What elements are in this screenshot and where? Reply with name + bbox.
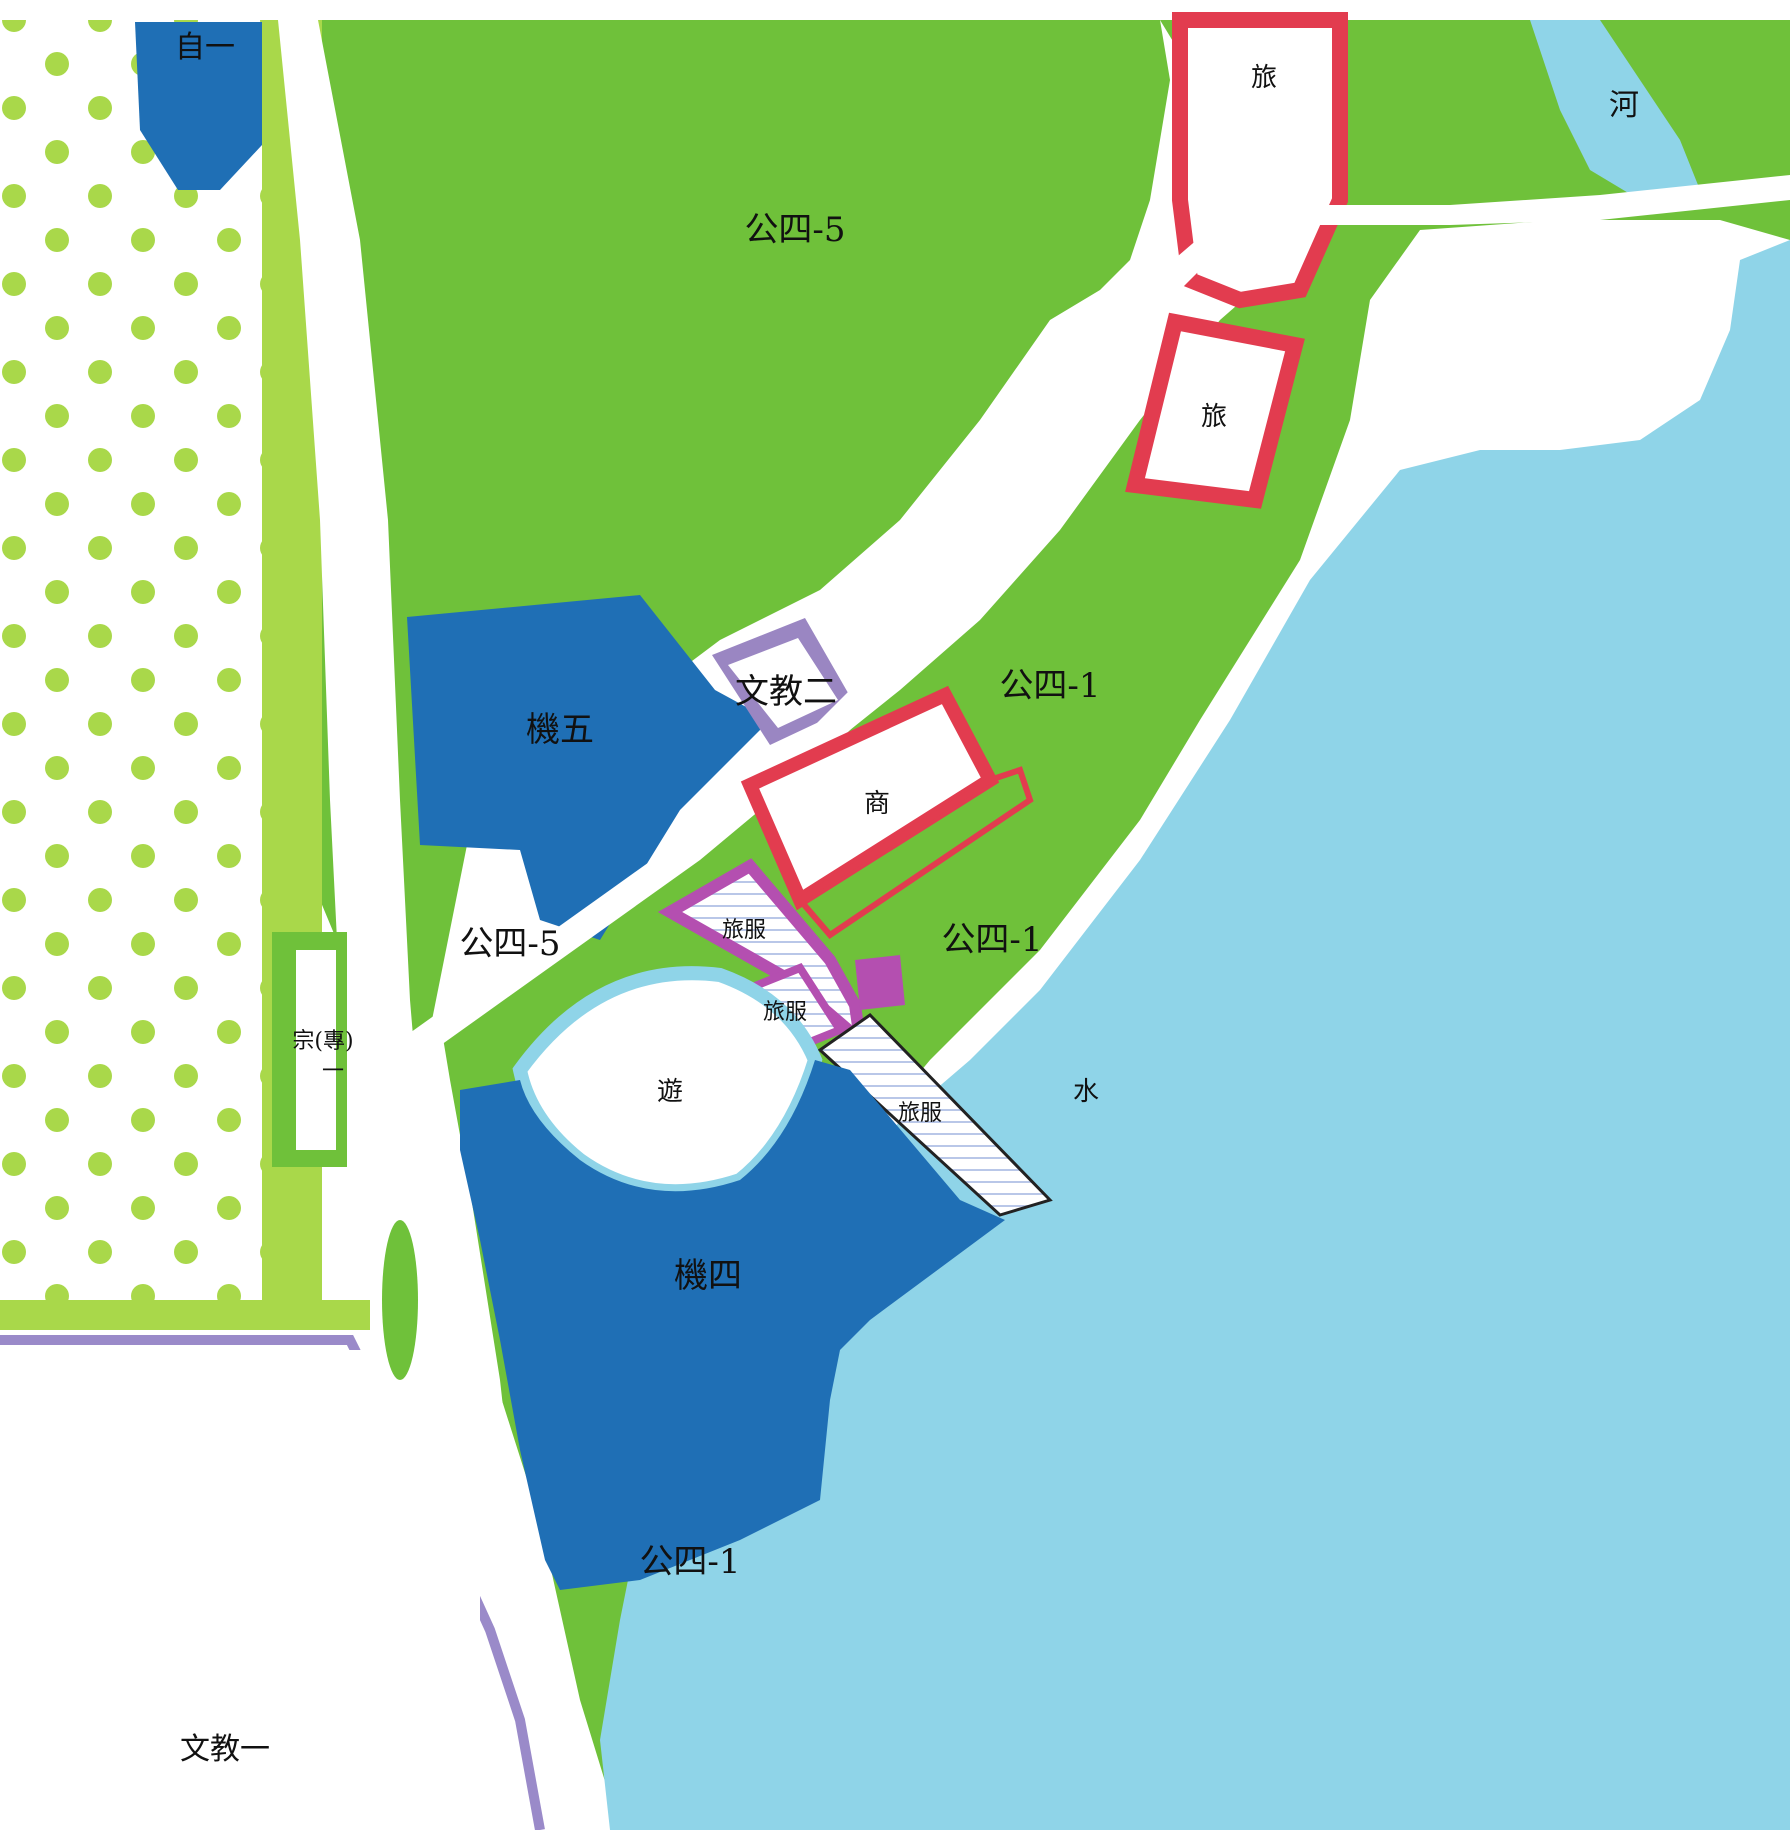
religion-zone-inner: [296, 950, 336, 1150]
label-river: 河: [1609, 88, 1639, 123]
commerce-strip: [795, 766, 1034, 939]
lake: [600, 240, 1790, 1830]
park-area-main: [318, 20, 1170, 1040]
mach4-zone: [460, 1060, 1005, 1590]
road-diagonal: [400, 175, 1790, 1060]
label-park4-5-top: 公四-5: [744, 210, 846, 250]
label-tour-service-2: 旅服: [762, 1000, 808, 1025]
label-edu1: 文教一: [180, 1732, 270, 1767]
label-edu2: 文教二: [735, 672, 837, 712]
label-park4-5-bottom: 公四-5: [459, 924, 561, 964]
road-median: [382, 1220, 418, 1380]
label-mach4: 機四: [674, 1256, 742, 1296]
label-park4-1-lower: 公四-1: [639, 1542, 741, 1582]
tour-zone-mid: [1125, 312, 1305, 509]
self1-zone: [135, 22, 262, 190]
river: [1530, 20, 1700, 200]
tour-service-zone-3: [817, 1013, 1053, 1217]
label-religion-a: 宗(專): [292, 1029, 354, 1054]
label-amusement: 遊: [656, 1077, 684, 1107]
edu2-inner: [728, 638, 838, 728]
label-tour-north: 旅: [1250, 63, 1278, 93]
label-tour-service-3: 旅服: [897, 1101, 943, 1126]
dotted-zone: [0, 20, 290, 1305]
label-religion-b: 一: [321, 1059, 345, 1084]
label-tour-mid: 旅: [1200, 402, 1228, 432]
green-buffer-south: [0, 1300, 370, 1330]
label-mach5: 機五: [526, 710, 594, 750]
label-park4-1-mid: 公四-1: [941, 920, 1043, 960]
road-main: [278, 20, 620, 1830]
tour-service-magenta: [855, 955, 905, 1010]
label-water: 水: [1072, 1077, 1100, 1107]
label-self1: 自一: [175, 30, 235, 65]
mach5-zone: [407, 595, 770, 940]
label-commerce: 商: [863, 789, 891, 819]
edu1-zone: [0, 1350, 480, 1830]
label-park4-1-upper: 公四-1: [999, 666, 1101, 706]
label-tour-service-1: 旅服: [721, 918, 767, 943]
